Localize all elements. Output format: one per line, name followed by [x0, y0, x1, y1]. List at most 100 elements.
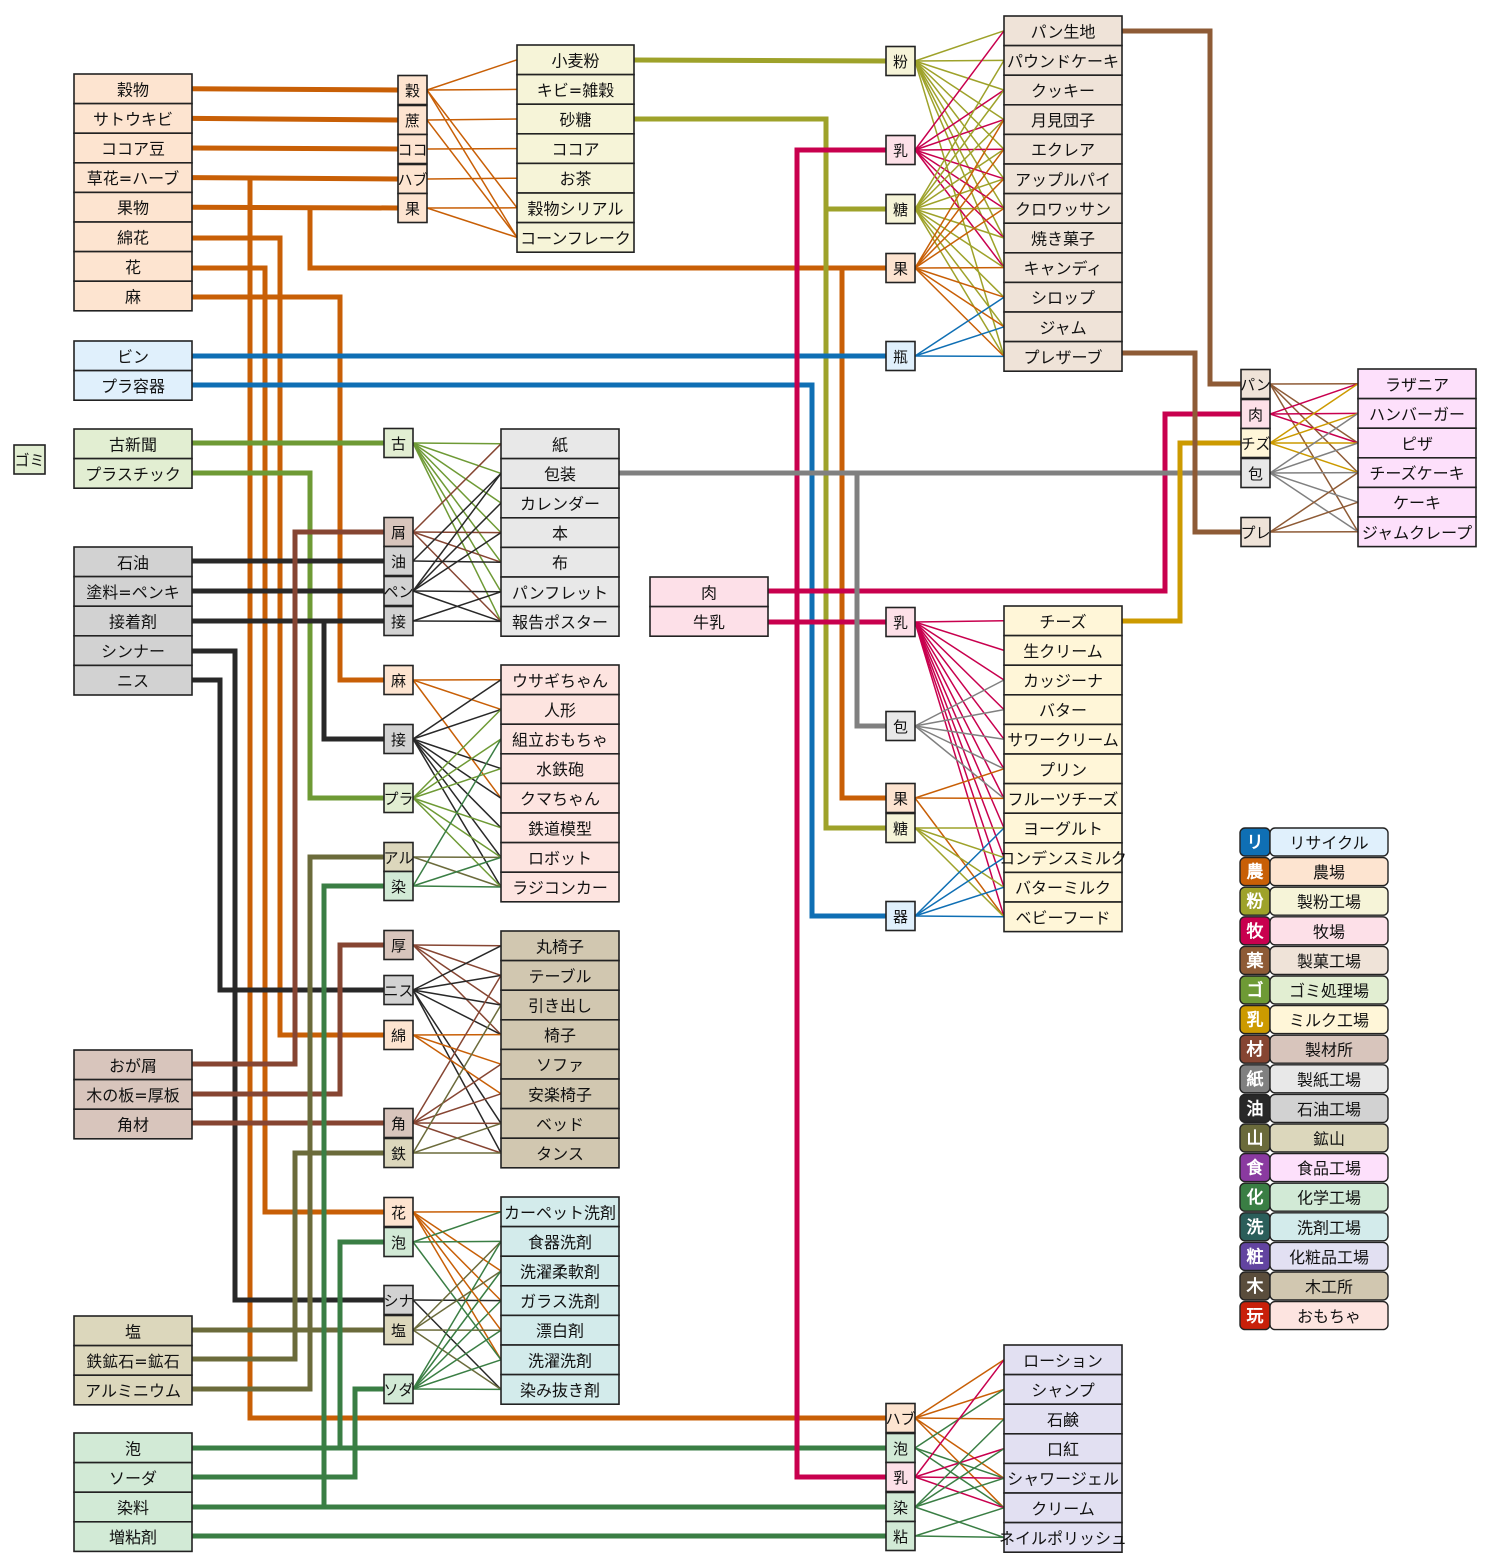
deterg-output-label: 染み抜き剤	[520, 1381, 600, 1400]
bakery-input-hub: 瓶	[885, 340, 916, 372]
fan-line	[412, 1270, 502, 1390]
chem-source-label: 増粘剤	[109, 1528, 157, 1547]
wood-output-label: タンス	[536, 1145, 584, 1164]
connector-line	[192, 1386, 384, 1480]
legend-label: 製粉工場	[1297, 893, 1361, 912]
paper-output-label: 紙	[552, 435, 568, 454]
fan-line	[914, 768, 1005, 799]
food-input-hub-label: 肉	[1248, 406, 1263, 424]
garbage-root: ゴミ	[13, 444, 46, 475]
paper-output-label: 本	[552, 524, 568, 543]
farm-source-label: 綿花	[117, 228, 149, 247]
fan-line	[412, 708, 502, 740]
fan-line	[914, 827, 1005, 917]
legend-item: 粉製粉工場	[1239, 886, 1389, 916]
fan-line	[914, 89, 1005, 210]
wood-input-hub: 角	[383, 1107, 414, 1139]
connector-line	[191, 115, 399, 123]
bakery-output: クロワッサン	[1003, 192, 1123, 225]
legend-label: 食品工場	[1297, 1159, 1361, 1178]
connector-line	[633, 57, 887, 64]
legend-key: 木	[1246, 1276, 1265, 1297]
milkfac-output: プリン	[1003, 753, 1123, 785]
bakery-output: 焼き菓子	[1003, 222, 1123, 254]
legend-item: 玩おもちゃ	[1239, 1300, 1389, 1331]
legend-item: 山鉱山	[1239, 1123, 1389, 1153]
fan-line	[412, 1359, 502, 1390]
legend-key: 農	[1247, 862, 1264, 883]
paper-output-label: 包装	[544, 465, 576, 484]
connector-line	[794, 147, 886, 1480]
paper-output: 包装	[500, 457, 620, 490]
toy-output: 人形	[500, 693, 620, 725]
fan-line	[412, 1211, 502, 1302]
mine-source: 鉄鉱石=鉱石	[73, 1344, 193, 1376]
milkfac-output: サワークリーム	[1003, 723, 1123, 755]
toy-output: ラジコンカー	[500, 871, 620, 903]
connector-line	[839, 268, 886, 801]
toy-output-label: ラジコンカー	[512, 879, 608, 898]
milkfac-input-hub-label: 糖	[893, 820, 908, 838]
bakery-output-label: キャンディ	[1024, 259, 1103, 278]
milkfac-output: ヨーグルト	[1003, 812, 1123, 844]
fan-line	[914, 1535, 1005, 1539]
fan-line	[412, 1063, 502, 1124]
toy-input-hub-label: 接	[391, 731, 406, 749]
legend-label: ミルク工場	[1289, 1011, 1369, 1030]
farm-source-label: 穀物	[117, 80, 149, 99]
milkfac-output: 生クリーム	[1003, 634, 1123, 666]
food-output: チーズケーキ	[1357, 456, 1477, 489]
cosme-input-hub-label: 染	[893, 1499, 908, 1517]
chem-source-label: 泡	[125, 1439, 141, 1458]
legend-key: 玩	[1247, 1307, 1264, 1327]
mill-output: キビ=雑穀	[516, 73, 635, 105]
fan-line	[1269, 472, 1359, 503]
fan-line	[412, 738, 502, 887]
mine-source: アルミニウム	[73, 1374, 193, 1406]
fan-line	[426, 88, 518, 91]
toy-output-label: 鉄道模型	[528, 819, 592, 838]
fan-line	[412, 442, 502, 563]
bakery-input-hub: 乳	[885, 134, 916, 166]
garbage-root-label: ゴミ	[14, 452, 44, 470]
fan-line	[1269, 383, 1359, 415]
toy-input-hub-label: プラ	[383, 790, 413, 808]
cosme-input-hub-label: ハブ	[885, 1410, 915, 1428]
wood-output-label: 丸椅子	[536, 937, 584, 956]
cosme-input-hub: 泡	[885, 1432, 916, 1464]
bakery-input-hub: 糖	[885, 193, 916, 225]
bakery-output-label: プレザーブ	[1023, 348, 1102, 367]
fan-line	[914, 1507, 1005, 1537]
fan-line	[412, 1270, 502, 1331]
food-input-hub: パン	[1240, 368, 1271, 400]
paper-output: 布	[500, 546, 620, 578]
legend-item: 牧牧場	[1239, 916, 1389, 946]
fan-line	[914, 621, 1005, 652]
toy-output: 水鉄砲	[500, 752, 620, 785]
connector-line	[192, 677, 384, 993]
milkfac-output-label: プリン	[1039, 760, 1087, 779]
cosme-output-label: 石鹸	[1047, 1411, 1079, 1430]
paper-input-hub: 接	[383, 605, 414, 637]
wood-input-hub-label: 綿	[391, 1027, 406, 1045]
lumber-source: 木の板=厚板	[73, 1078, 193, 1110]
oil-source-label: 塗料=ペンキ	[86, 583, 179, 602]
toy-output-label: ウサギちゃん	[512, 671, 608, 690]
cosme-output: ネイルポリッシュ	[999, 1521, 1127, 1553]
legend-key: 化	[1247, 1187, 1264, 1208]
toy-output: ウサギちゃん	[500, 664, 620, 696]
fan-line	[914, 886, 1005, 917]
bakery-input-hub: 粉	[885, 45, 916, 77]
cosme-input-hub-label: 粘	[893, 1528, 908, 1546]
legend-item: 材製材所	[1239, 1034, 1389, 1064]
garbage-source-label: プラスチック	[85, 465, 181, 484]
fan-line	[412, 1034, 502, 1095]
oil-source-label: シンナー	[101, 642, 165, 661]
deterg-output: 洗濯柔軟剤	[500, 1255, 620, 1287]
food-input-hub: プレ	[1240, 516, 1271, 548]
legend-key: 紙	[1247, 1069, 1264, 1090]
node-boxes: 穀物サトウキビココア豆草花=ハーブ果物綿花花麻ビンプラ容器ゴミ古新聞プラスチック…	[13, 15, 1477, 1553]
legend-label: リサイクル	[1289, 834, 1368, 853]
fan-line	[914, 827, 1005, 859]
fan-line	[1269, 471, 1359, 533]
